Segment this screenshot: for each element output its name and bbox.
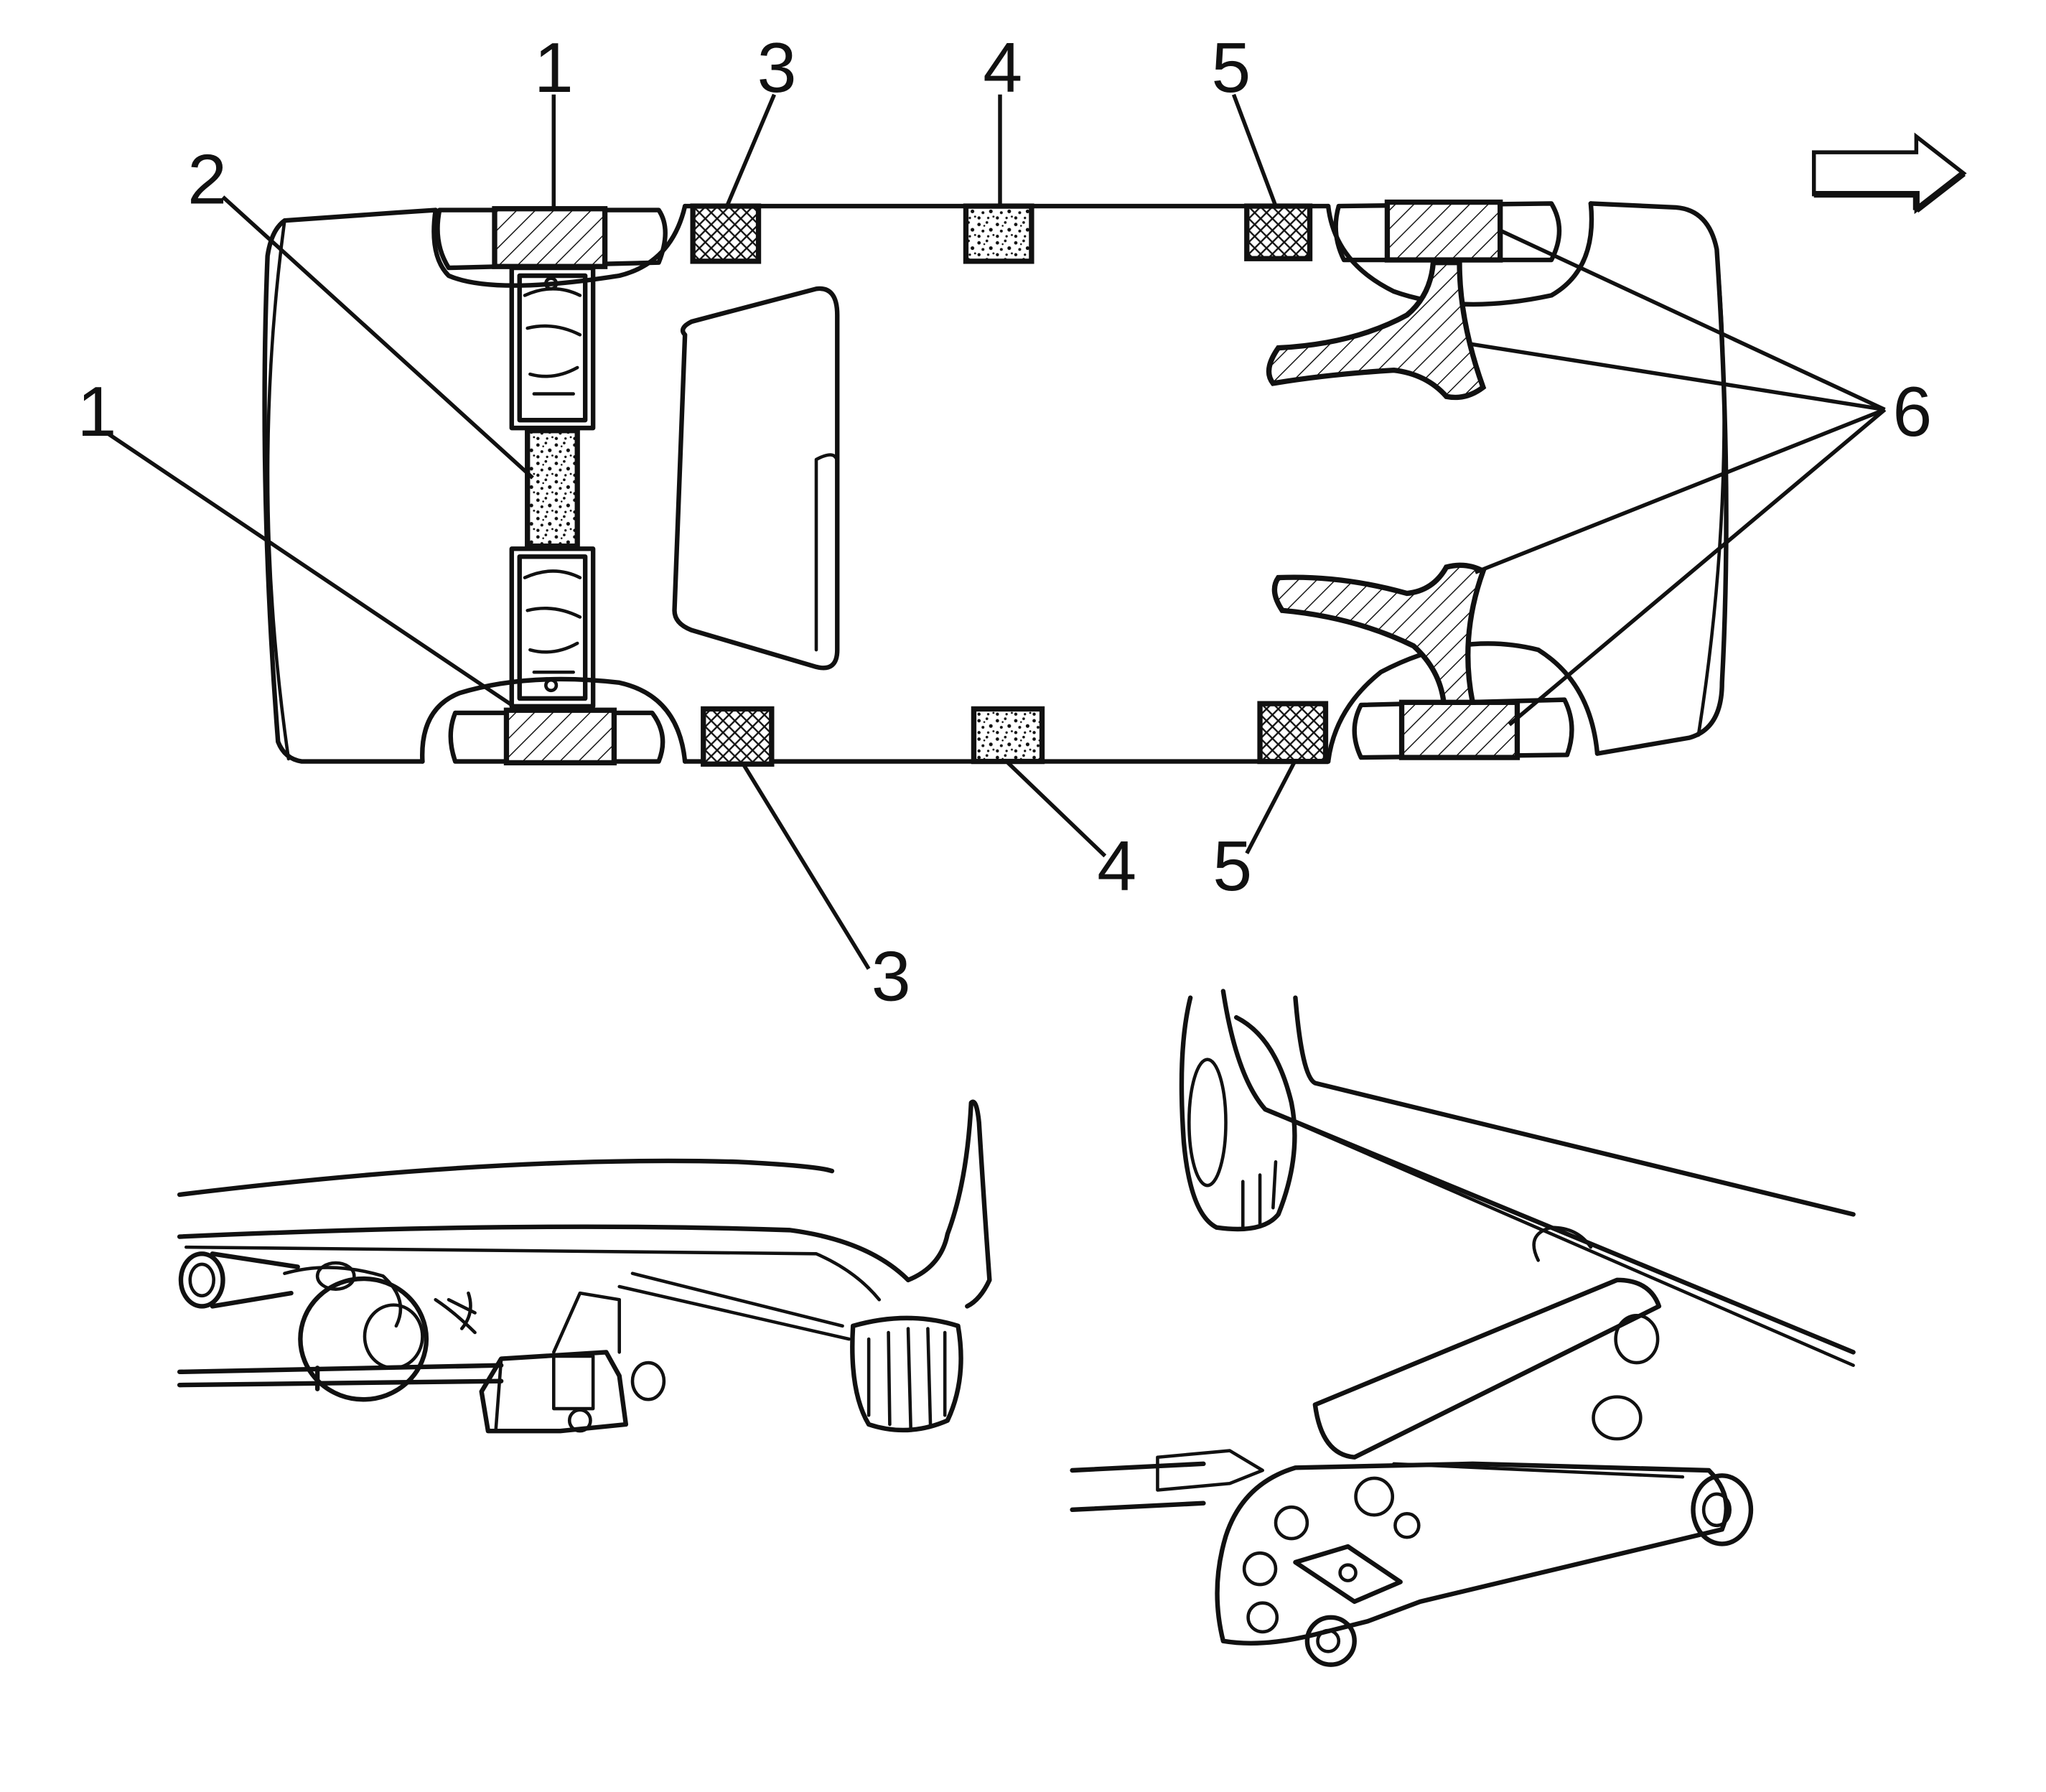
floor-jack-front-view: [177, 1099, 992, 1434]
front-tire-right: [850, 1315, 963, 1433]
vehicle-body-outline: [262, 201, 1729, 764]
callout-leaders: [106, 93, 1887, 970]
callout-1-top: 1: [534, 28, 574, 107]
callout-5-top: 5: [1211, 28, 1251, 107]
callout-1-left: 1: [77, 372, 116, 451]
forward-arrow-icon: [1811, 132, 1967, 215]
lift-pad-center-front: [525, 428, 580, 549]
callout-4-top: 4: [983, 28, 1022, 107]
lift-pad-front-upper: [492, 206, 608, 269]
front-crossmember: [509, 265, 596, 709]
callout-2: 2: [187, 139, 227, 218]
callout-5-bottom: 5: [1213, 826, 1252, 905]
rear-axle-bracket-upper: [1266, 260, 1487, 401]
lift-pad-rocker-3-upper: [690, 203, 762, 264]
floor-jack-rear-view: [1070, 989, 1856, 1667]
rear-tire: [1179, 995, 1297, 1232]
lift-pad-rocker-5-upper: [1244, 203, 1313, 261]
callout-4-bottom: 4: [1097, 826, 1136, 905]
lift-pad-front-lower: [503, 707, 617, 766]
lift-pad-rocker-3-lower: [701, 706, 775, 767]
front-tire-left: [298, 1276, 429, 1402]
lift-pad-rocker-5-lower: [1257, 701, 1329, 765]
lift-pad-rear-upper: [1384, 199, 1503, 263]
lift-pad-rocker-4-upper: [963, 203, 1034, 264]
center-floor-panel: [672, 286, 840, 671]
lift-pad-rocker-4-lower: [971, 706, 1045, 765]
lift-pad-rear-lower: [1398, 699, 1521, 760]
underbody-plan-view: 1 2 1 3 4 5 6 4 5 3: [77, 28, 1967, 1015]
callout-3-bottom: 3: [872, 936, 911, 1015]
rear-axle-bracket-lower: [1271, 562, 1487, 705]
callout-3-top: 3: [757, 28, 797, 107]
callout-6: 6: [1892, 372, 1932, 451]
